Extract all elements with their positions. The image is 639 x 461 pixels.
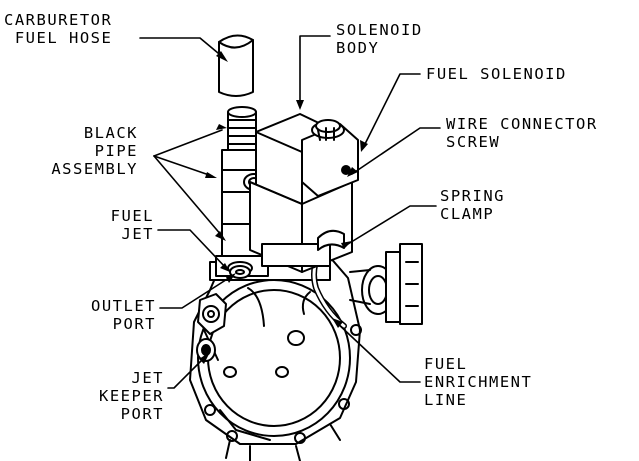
side-module-part	[349, 243, 423, 325]
label-solenoid-body: SOLENOID BODY	[336, 21, 423, 57]
regulator-housing-part	[189, 247, 362, 461]
jet-keeper-port-part	[196, 338, 216, 362]
label-fuel-enrichment-line: FUEL ENRICHMENT LINE	[424, 355, 533, 409]
label-fuel-solenoid: FUEL SOLENOID	[426, 65, 567, 83]
label-outlet-port: OUTLET PORT	[91, 297, 156, 333]
label-fuel-jet: FUEL JET	[110, 207, 154, 243]
carburetor-fuel-hose-part	[218, 34, 254, 97]
label-black-pipe-assembly: BLACK PIPE ASSEMBLY	[51, 124, 138, 178]
label-spring-clamp: SPRING CLAMP	[440, 187, 505, 223]
fuel-solenoid-part	[301, 119, 359, 197]
leader-arrowheads	[199, 51, 368, 364]
outlet-port-part	[197, 293, 227, 335]
label-jet-keeper-port: JET KEEPER PORT	[99, 369, 164, 423]
leader-lines	[139, 35, 441, 389]
label-carburetor-fuel-hose: CARBURETOR FUEL HOSE	[4, 11, 113, 47]
label-wire-connector-screw: WIRE CONNECTOR SCREW	[446, 115, 598, 151]
